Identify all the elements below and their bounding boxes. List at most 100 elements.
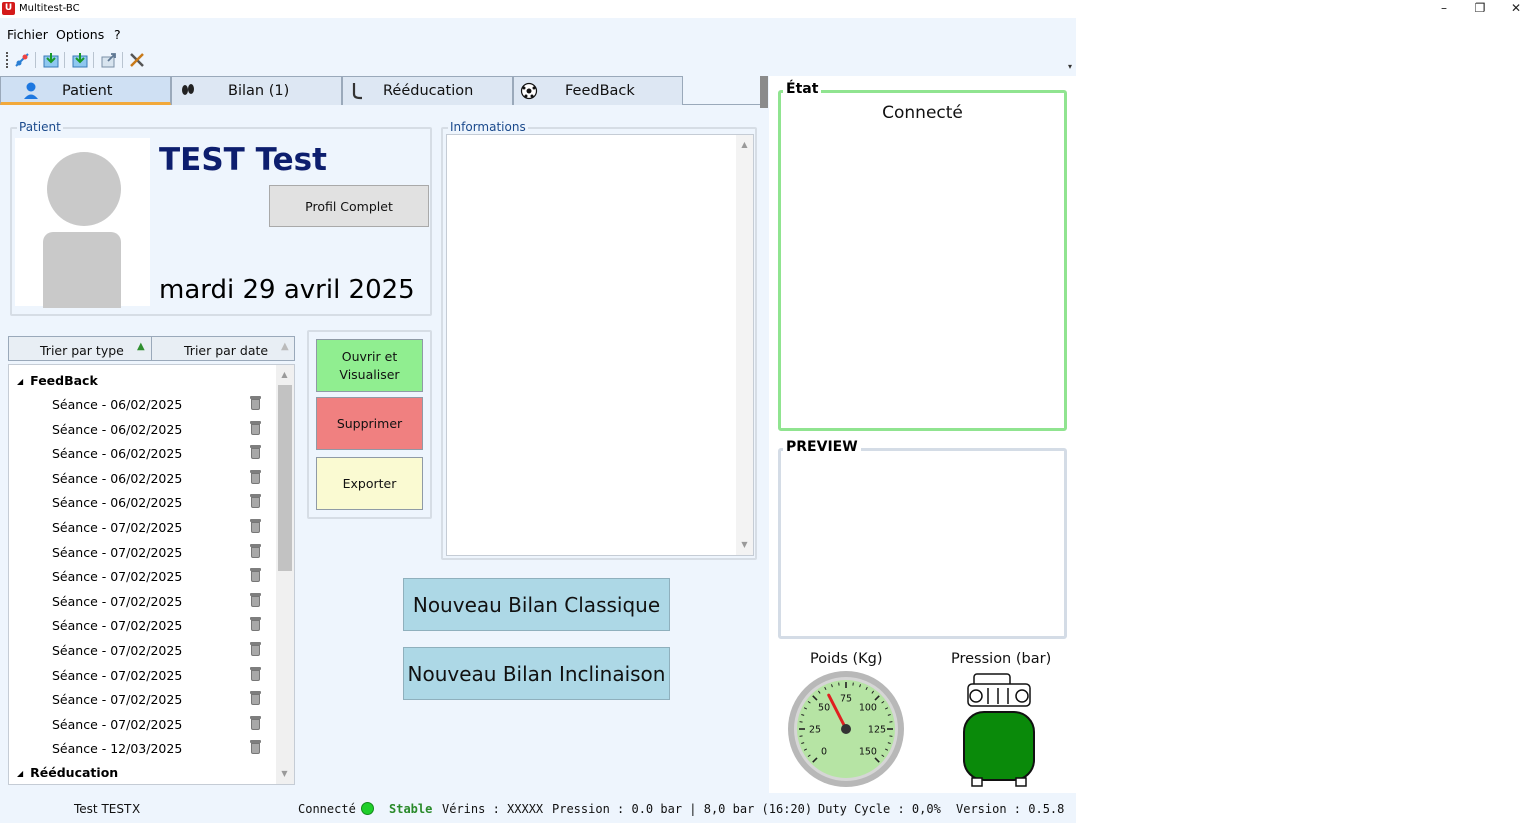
profile-complete-button[interactable]: Profil Complet xyxy=(269,185,429,227)
delete-button[interactable]: Supprimer xyxy=(316,397,423,450)
trash-icon[interactable] xyxy=(250,617,261,632)
tab-bilan-label: Bilan (1) xyxy=(228,83,290,99)
informations-scrollbar[interactable]: ▲ ▼ xyxy=(736,135,753,555)
list-item[interactable]: Séance - 07/02/2025 xyxy=(52,614,272,638)
list-item[interactable]: Séance - 07/02/2025 xyxy=(52,688,272,712)
tab-reeducation-label: Rééducation xyxy=(383,83,474,99)
list-item-label: Séance - 06/02/2025 xyxy=(52,397,183,412)
export-button[interactable]: Exporter xyxy=(316,457,423,510)
trash-icon[interactable] xyxy=(250,519,261,533)
informations-textarea[interactable]: ▲ ▼ xyxy=(446,134,754,556)
trash-icon[interactable] xyxy=(250,469,261,484)
list-item[interactable]: Séance - 07/02/2025 xyxy=(52,565,272,589)
gauge-tick-label: 100 xyxy=(859,703,877,714)
new-classic-assessment-button[interactable]: Nouveau Bilan Classique xyxy=(403,578,670,631)
list-item[interactable]: Séance - 06/02/2025 xyxy=(52,418,272,442)
toolbar: ▾ xyxy=(0,46,1076,74)
expanded-triangle-icon[interactable]: ◢ xyxy=(17,377,24,386)
pressure-tank-icon xyxy=(963,673,1035,787)
trash-icon[interactable] xyxy=(250,420,261,435)
list-item[interactable]: Séance - 06/02/2025 xyxy=(52,393,272,417)
gauge-tick-label: 50 xyxy=(818,703,830,714)
scroll-up-icon[interactable]: ▲ xyxy=(741,140,748,149)
sort-by-type-button[interactable]: Trier par type ▲ xyxy=(8,336,152,361)
trash-icon[interactable] xyxy=(250,592,261,607)
trash-icon[interactable] xyxy=(250,715,261,730)
toolbar-grip[interactable] xyxy=(6,52,8,68)
trash-icon[interactable] xyxy=(250,691,261,706)
trash-icon[interactable] xyxy=(250,543,261,558)
tree-scroll-thumb[interactable] xyxy=(278,385,292,571)
trash-icon[interactable] xyxy=(250,642,261,656)
sort-header: Trier par type ▲ Trier par date ▲ xyxy=(8,336,295,361)
sort-by-date-button[interactable]: Trier par date ▲ xyxy=(151,336,295,361)
connect-icon[interactable] xyxy=(13,51,31,69)
patient-name: TEST Test xyxy=(159,142,327,178)
status-bar: Test TEST X Connecté Stable Vérins : XXX… xyxy=(0,795,1076,823)
trash-icon[interactable] xyxy=(250,666,261,681)
app-logo-icon: U xyxy=(2,2,15,15)
gauge-tick xyxy=(881,700,885,704)
gauge-tick xyxy=(817,690,821,694)
scroll-down-icon[interactable]: ▼ xyxy=(741,540,748,549)
trash-icon[interactable] xyxy=(250,494,261,509)
scroll-down-icon[interactable]: ▼ xyxy=(281,769,288,778)
menu-options[interactable]: Options xyxy=(56,27,105,42)
close-window-button[interactable]: ✕ xyxy=(1510,1,1522,15)
tree-group-reeducation[interactable]: ◢Rééducation xyxy=(17,765,118,780)
restore-button[interactable]: ❐ xyxy=(1474,1,1486,15)
tools-icon[interactable] xyxy=(128,51,146,69)
import-icon[interactable] xyxy=(42,51,60,69)
import-alt-icon[interactable] xyxy=(71,51,89,69)
list-item[interactable]: Séance - 07/02/2025 xyxy=(52,664,272,688)
list-item-label: Séance - 07/02/2025 xyxy=(52,520,183,535)
list-item-label: Séance - 06/02/2025 xyxy=(52,421,183,437)
list-item[interactable]: Séance - 06/02/2025 xyxy=(52,442,272,466)
menu-fichier[interactable]: Fichier xyxy=(7,27,48,42)
gauge-tick xyxy=(887,714,891,716)
trash-icon[interactable] xyxy=(250,568,261,583)
gauge-tick xyxy=(807,754,811,758)
expanded-triangle-icon[interactable]: ◢ xyxy=(17,769,24,778)
list-item-label: Séance - 07/02/2025 xyxy=(52,569,183,585)
toolbar-overflow-button[interactable]: ▾ xyxy=(1067,62,1072,71)
status-verins: Vérins : XXXXX xyxy=(442,802,544,816)
list-item[interactable]: Séance - 12/03/2025 xyxy=(52,737,272,761)
trash-icon[interactable] xyxy=(250,396,261,410)
list-item[interactable]: Séance - 07/02/2025 xyxy=(52,541,272,565)
list-item[interactable]: Séance - 07/02/2025 xyxy=(52,713,272,737)
tab-feedback-label: FeedBack xyxy=(565,83,635,99)
list-item[interactable]: Séance - 07/02/2025 xyxy=(52,639,272,663)
status-connected: Connecté xyxy=(298,802,356,816)
minimize-button[interactable]: – xyxy=(1441,1,1447,15)
list-item[interactable]: Séance - 07/02/2025 xyxy=(52,590,272,614)
avatar xyxy=(15,138,150,308)
new-incline-assessment-button[interactable]: Nouveau Bilan Inclinaison xyxy=(403,647,670,700)
status-user-close-button[interactable]: X xyxy=(132,802,141,816)
gauge-tick xyxy=(881,754,885,758)
menu-help[interactable]: ? xyxy=(114,27,121,42)
trash-icon[interactable] xyxy=(250,445,261,460)
tab-reeducation[interactable]: Rééducation xyxy=(342,76,513,105)
person-icon xyxy=(23,82,39,104)
tab-patient[interactable]: Patient xyxy=(0,76,171,105)
scroll-up-icon[interactable]: ▲ xyxy=(281,370,288,379)
gauge-tick xyxy=(874,757,880,763)
tree-group-feedback[interactable]: ◢FeedBack xyxy=(17,373,98,388)
list-item[interactable]: Séance - 07/02/2025 xyxy=(52,516,272,540)
list-item[interactable]: Séance - 06/02/2025 xyxy=(52,467,272,491)
informations-group: Informations xyxy=(441,120,757,560)
panel-splitter[interactable] xyxy=(760,76,768,108)
export-icon[interactable] xyxy=(100,51,118,69)
gauge-tick xyxy=(801,714,805,716)
tree-scrollbar[interactable]: ▲ ▼ xyxy=(276,365,294,784)
tab-bilan[interactable]: Bilan (1) xyxy=(171,76,342,105)
list-item[interactable]: Séance - 06/02/2025 xyxy=(52,491,272,515)
list-item-label: Séance - 07/02/2025 xyxy=(52,643,183,658)
toolbar-separator xyxy=(35,52,36,68)
tab-patient-label: Patient xyxy=(62,83,113,99)
trash-icon[interactable] xyxy=(250,740,261,755)
open-view-button[interactable]: Ouvrir et Visualiser xyxy=(316,339,423,392)
tab-feedback[interactable]: FeedBack xyxy=(513,76,683,105)
